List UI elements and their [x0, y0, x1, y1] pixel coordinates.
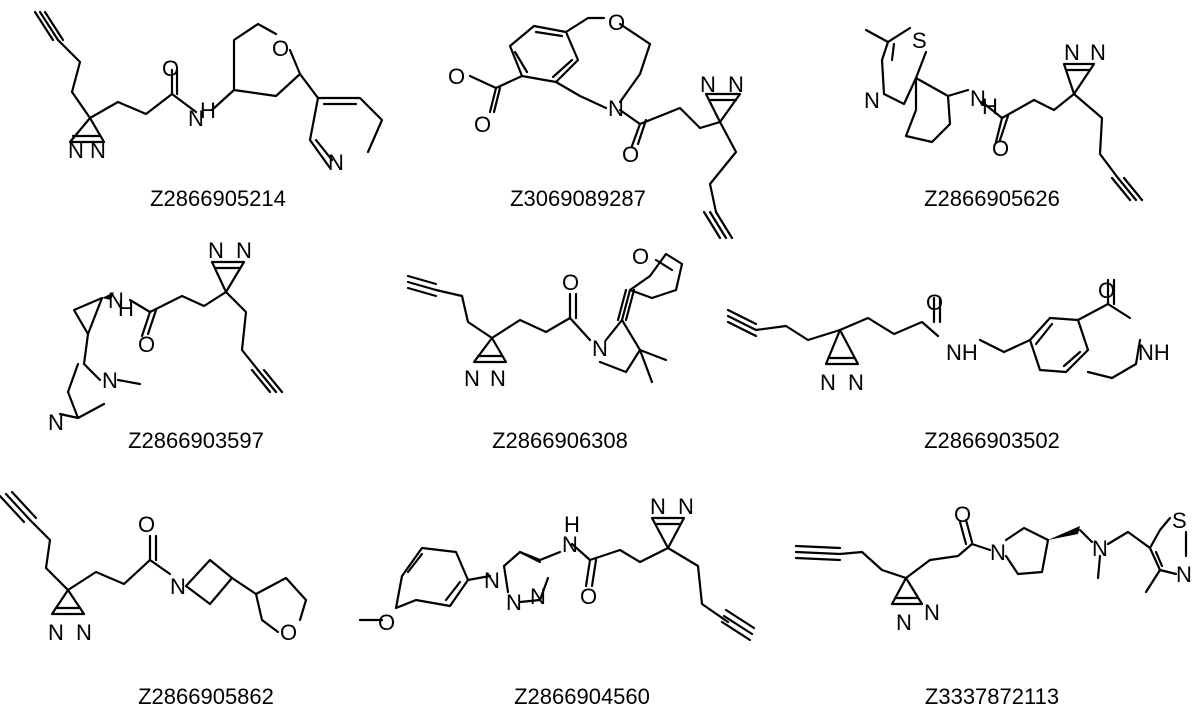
compound-id-5: Z2866906308	[492, 428, 628, 453]
atom-n: N	[68, 138, 84, 163]
structure-8	[358, 516, 756, 642]
atom-n: N	[530, 584, 546, 609]
structure-1	[33, 10, 384, 170]
atom-o: O	[272, 36, 289, 61]
atom-o: O	[622, 142, 639, 167]
atom-o: O	[632, 244, 649, 269]
atom-n: N	[678, 494, 694, 519]
atom-n: N	[820, 370, 836, 395]
compound-id-8: Z2866904560	[514, 684, 650, 709]
atom-n: N	[208, 238, 224, 263]
atom-n: N	[562, 532, 578, 557]
atom-o: O	[992, 136, 1009, 161]
atom-o: O	[138, 512, 155, 537]
atom-n: N	[170, 574, 186, 599]
structure-6	[726, 278, 1142, 380]
atom-h: H	[200, 98, 216, 123]
compound-id-9: Z3337872113	[925, 684, 1059, 709]
atom-o: O	[954, 502, 971, 527]
atom-n: N	[90, 138, 106, 163]
structure-7	[0, 490, 308, 634]
atom-o: O	[378, 610, 395, 635]
atom-n: N	[728, 72, 744, 97]
atom-n: N	[970, 86, 986, 111]
atom-n: N	[490, 366, 506, 391]
atom-o: O	[580, 584, 597, 609]
atom-o: O	[448, 64, 465, 89]
atom-n: N	[464, 366, 480, 391]
atom-n: N	[188, 106, 204, 131]
atom-h: H	[564, 512, 580, 537]
atom-n: N	[990, 540, 1006, 565]
compound-id-6: Z2866903502	[924, 428, 1060, 453]
atom-nh: NH	[1138, 340, 1170, 365]
atom-nh: NH	[946, 340, 978, 365]
atom-n: N	[48, 410, 64, 435]
compound-id-7: Z2866905862	[138, 684, 274, 709]
structure-5	[406, 252, 684, 384]
atom-n: N	[236, 238, 252, 263]
atom-n: N	[108, 288, 124, 313]
compound-id-1: Z2866905214	[150, 186, 286, 211]
atom-o: O	[562, 270, 579, 295]
structure-9	[794, 516, 1188, 606]
atom-o: O	[280, 620, 297, 645]
atom-n: N	[650, 494, 666, 519]
structure-2	[468, 16, 742, 240]
atom-n: N	[48, 620, 64, 645]
atom-n: N	[76, 620, 92, 645]
compound-id-4: Z2866903597	[128, 428, 264, 453]
atom-o: O	[138, 332, 155, 357]
atom-n: N	[484, 568, 500, 593]
structure-3	[864, 26, 1144, 202]
atom-o: O	[926, 290, 943, 315]
compound-id-3: Z2866905626	[924, 186, 1060, 211]
compound-id-2: Z3069089287	[510, 186, 646, 211]
atom-n: N	[700, 72, 716, 97]
atom-o: O	[608, 10, 625, 35]
atom-o: O	[1098, 278, 1115, 303]
atom-n: N	[1064, 40, 1080, 65]
atom-s: S	[1172, 508, 1187, 533]
atom-o: O	[162, 56, 179, 81]
atom-n: N	[924, 600, 940, 625]
structure-4	[58, 260, 284, 420]
atom-h: H	[982, 94, 998, 119]
atom-n: N	[1090, 40, 1106, 65]
atom-n: N	[1176, 562, 1192, 587]
atom-n: N	[102, 368, 118, 393]
atom-n: N	[506, 590, 522, 615]
atom-n: N	[608, 96, 624, 121]
atom-o: O	[474, 112, 491, 137]
atom-n: N	[328, 150, 344, 175]
atom-s: S	[912, 28, 927, 53]
atom-n: N	[592, 336, 608, 361]
atom-n: N	[1092, 536, 1108, 561]
atom-n: N	[896, 610, 912, 635]
atom-h: H	[118, 296, 134, 321]
atom-n: N	[848, 370, 864, 395]
atom-n: N	[864, 88, 880, 113]
